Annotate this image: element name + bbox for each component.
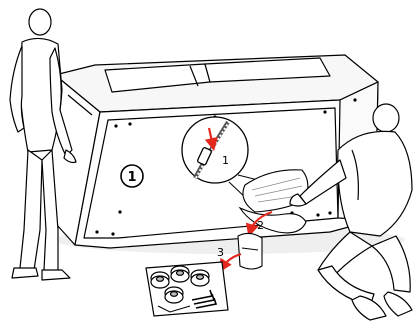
sub-step-3-label: 3 xyxy=(217,246,224,259)
remove-arrow xyxy=(222,254,241,268)
step-number-text: 1 xyxy=(127,170,136,185)
removed-bag xyxy=(238,233,262,269)
step-number-badge: 1 xyxy=(121,165,143,187)
sub-step-1-label: 1 xyxy=(222,154,229,167)
parts-bag xyxy=(146,262,228,316)
sub-step-2-label: 2 xyxy=(257,219,264,232)
